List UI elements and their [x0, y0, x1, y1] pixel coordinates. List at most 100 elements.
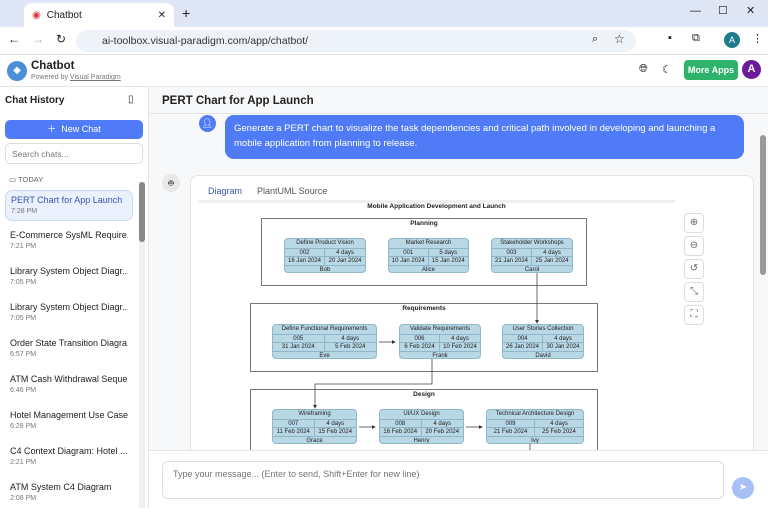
chat-item-time: 2:21 PM [10, 459, 37, 466]
app-title: Chatbot [31, 60, 75, 72]
collapse-sidebar-icon[interactable]: ▯ [128, 94, 134, 105]
task-id: 003 [492, 248, 532, 256]
sidebar-scrollbar[interactable] [139, 182, 145, 508]
visual-paradigm-link[interactable]: Visual Paradigm [69, 74, 121, 81]
task-duration: 4 days [543, 334, 583, 342]
new-tab-button[interactable]: + [182, 5, 191, 21]
chat-title: PERT Chart for App Launch [162, 95, 314, 107]
task-duration: 4 days [421, 419, 463, 427]
chatbot-logo-icon: ◆ [7, 61, 27, 81]
user-message-bubble: Generate a PERT chart to visualize the t… [225, 115, 744, 159]
task-duration: 4 days [314, 419, 356, 427]
maximize-icon[interactable]: ☐ [718, 5, 728, 17]
task-end: 20 Jan 2024 [325, 256, 365, 265]
chat-item-title: ATM System C4 Diagram [10, 482, 112, 492]
zoom-icon[interactable]: ⌕ [592, 33, 599, 45]
task-name: Define Product Vision [296, 240, 354, 246]
task-duration: 4 days [532, 248, 572, 256]
task-name: UI/UX Design [403, 411, 440, 417]
puzzle-icon[interactable]: ⧉ [692, 32, 700, 44]
close-tab-icon[interactable]: ✕ [157, 9, 166, 21]
profile-avatar[interactable]: A [724, 32, 740, 48]
task-start: 16 Feb 2024 [380, 427, 422, 436]
task-start: 16 Jan 2024 [285, 256, 325, 265]
diagram-title: Mobile Application Development and Launc… [367, 203, 506, 210]
chat-item-title: Library System Object Diagr... [10, 302, 128, 312]
bookmark-star-icon[interactable]: ☆ [614, 32, 625, 46]
app-header: ◆ Chatbot Powered by Visual Paradigm 🌐︎ … [0, 55, 768, 87]
url-input[interactable]: ai-toolbox.visual-paradigm.com/app/chatb… [76, 30, 636, 52]
task-name: Market Research [405, 240, 452, 246]
task-owner: Ivy [487, 436, 583, 443]
group-title: Planning [410, 220, 438, 227]
task-duration: 5 days [428, 248, 468, 256]
task-owner: Henry [380, 436, 463, 443]
close-window-icon[interactable]: ✕ [746, 5, 756, 17]
user-avatar[interactable]: A [742, 60, 761, 79]
zoom-in-icon[interactable]: ⊕ [684, 213, 704, 233]
chat-history-item[interactable]: ATM Cash Withdrawal Seque...6:46 PM [5, 370, 133, 401]
chatbot-favicon-icon: ◉ [32, 9, 41, 21]
task-start: 10 Jan 2024 [389, 256, 429, 265]
browser-tab[interactable]: ◉ Chatbot ✕ [24, 3, 174, 27]
fullscreen-icon[interactable]: ⛶ [684, 305, 704, 325]
task-id: 002 [285, 248, 325, 256]
search-chats-input[interactable] [5, 143, 143, 164]
chat-item-time: 7:28 PM [11, 208, 38, 215]
task-owner: Alice [389, 265, 468, 272]
task-start: 21 Feb 2024 [487, 427, 535, 436]
chat-history-item[interactable]: Hotel Management Use Case 6:28 PM [5, 406, 133, 437]
tab-plantuml-source[interactable]: PlantUML Source [257, 186, 328, 196]
forward-icon[interactable]: → [32, 32, 44, 46]
fit-screen-icon[interactable]: ⤡ [684, 282, 704, 302]
chat-item-time: 6:28 PM [10, 423, 37, 430]
dependency-arrows [313, 273, 539, 450]
chat-history-item[interactable]: Library System Object Diagr...7:05 PM [5, 298, 133, 329]
task-end: 30 Jan 2024 [543, 342, 583, 351]
dark-mode-moon-icon[interactable]: ☾ [662, 64, 672, 76]
chat-history-item[interactable]: C4 Context Diagram: Hotel ... 2:21 PM [5, 442, 133, 473]
tab-title: Chatbot [46, 9, 82, 21]
reload-icon[interactable]: ↻ [56, 32, 67, 46]
chat-history-item[interactable]: E-Commerce SysML Require...7:21 PM [5, 226, 133, 257]
send-button[interactable]: ➤ [732, 477, 754, 499]
bot-avatar-icon: 🤖︎ [162, 174, 180, 192]
zoom-out-icon[interactable]: ⊖ [684, 236, 704, 256]
task-name: Wireframing [298, 411, 331, 417]
powered-by: Powered by [31, 74, 68, 81]
address-bar-row: ← → ↻ ai-toolbox.visual-paradigm.com/app… [0, 27, 768, 55]
main-scrollbar[interactable] [760, 127, 766, 447]
extension-icon[interactable]: ▪ [668, 32, 672, 44]
task-end: 25 Jan 2024 [532, 256, 572, 265]
task-duration: 4 days [324, 334, 376, 342]
chat-item-title: Hotel Management Use Case [10, 410, 128, 420]
message-input[interactable] [162, 461, 724, 499]
menu-icon[interactable]: ⋮ [752, 33, 763, 45]
task-duration: 4 days [535, 419, 583, 427]
reset-view-icon[interactable]: ↺ [684, 259, 704, 279]
chat-item-title: C4 Context Diagram: Hotel ... [10, 446, 128, 456]
chat-history-item[interactable]: Order State Transition Diagra...6:57 PM [5, 334, 133, 365]
new-chat-button[interactable]: ＋ New Chat [5, 120, 143, 139]
chat-history-item[interactable]: Library System Object Diagr...7:05 PM [5, 262, 133, 293]
back-icon[interactable]: ← [8, 32, 20, 46]
browser-tab-bar: ◉ Chatbot ✕ + — ☐ ✕ [0, 0, 768, 27]
minimize-icon[interactable]: — [690, 5, 701, 17]
more-apps-button[interactable]: More Apps [684, 60, 738, 80]
task-name: User Stories Collection [512, 326, 574, 332]
globe-icon[interactable]: 🌐︎ [639, 63, 648, 75]
sidebar-title: Chat History [5, 95, 65, 106]
chat-item-title: Library System Object Diagr... [10, 266, 128, 276]
task-duration: 4 days [325, 248, 365, 256]
